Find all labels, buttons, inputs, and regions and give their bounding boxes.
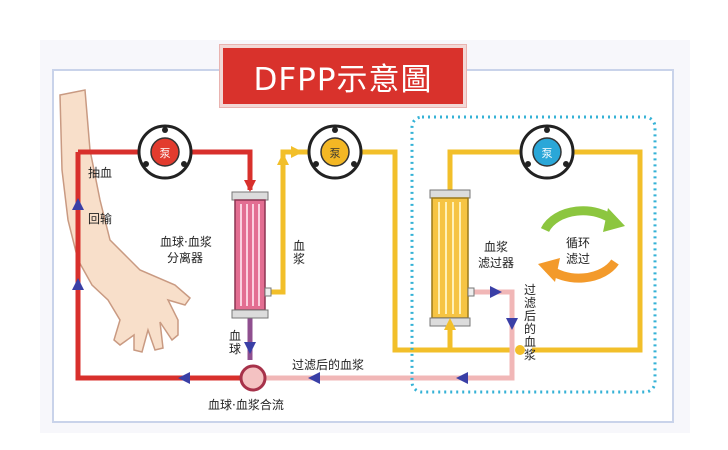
draw-blood-label: 抽血 [88,166,113,180]
filtration-loop-box [410,115,657,394]
diagram-title: DFPP示意圖 [253,61,433,98]
right-arrow-plasma [291,146,303,158]
plasma-vertical-label: 血浆 [292,239,305,266]
up-arrow-filter [444,318,456,330]
cycle-label-line1: 循环 [566,236,591,250]
filter-top-line [447,149,520,190]
pump-1 [137,124,193,180]
filter-label-line2: 滤过器 [478,256,515,270]
plasma-to-filter-line [360,149,512,353]
title-banner: DFPP示意圖 [220,45,466,107]
pump-3-label: 泵 [541,147,553,160]
left-arrow-filtered-2 [456,372,468,384]
separator-label-line2: 分离器 [167,251,204,265]
up-arrow-left-1 [72,198,84,210]
cycle-arrows-icon [538,206,625,283]
loop-right-line [532,149,643,353]
filtered-plasma-vertical-label: 过滤后的血浆 [523,283,536,362]
up-arrow-left-2 [72,278,84,290]
draw-line-right [190,149,253,190]
up-arrow-plasma [277,153,289,165]
loop-junction [515,345,525,355]
pump-2-label: 泵 [329,147,341,160]
left-arrow-filtered-1 [308,372,320,384]
down-arrow-separator [244,180,256,192]
pump-1-label: 泵 [159,147,171,160]
separator-device [231,191,272,319]
arm-illustration [59,89,192,353]
right-arrow-filtered [490,286,502,298]
merge-junction [239,364,267,392]
left-arrow-bottom [178,372,190,384]
blood-cell-vertical-label: 血球 [228,329,241,356]
down-arrow-bloodcell [244,342,256,354]
flow-arrows [72,146,518,384]
filter-device [429,189,475,327]
cycle-label-line2: 滤过 [566,252,591,266]
pump-3 [519,124,575,180]
merge-label: 血球·血浆合流 [208,398,284,412]
return-blood-label: 回输 [88,212,113,226]
pump-2 [307,124,363,180]
filtered-plasma-horizontal-label: 过滤后的血浆 [292,358,365,372]
down-arrow-filtered [506,318,518,330]
filter-label-line1: 血浆 [484,240,509,254]
separator-label-line1: 血球·血浆 [160,235,212,249]
